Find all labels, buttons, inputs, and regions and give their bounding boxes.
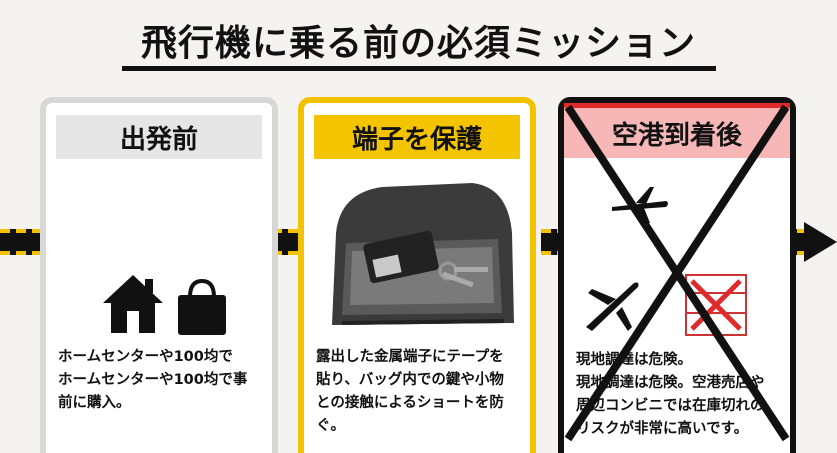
card-heading: 端子を保護: [314, 115, 520, 159]
card-protect-terminals: 端子を保護 露出した金属端子にテープを 貼り、バッグ内での鍵や小物 との接触によ…: [298, 97, 536, 453]
shopping-bag-icon: [178, 279, 226, 335]
card-after-airport-arrival: 空港到着後 現地調達は危険。 現地調達は危険。空港売店や 周辺コンビニでは在庫切…: [558, 97, 796, 453]
card-description: 現地調達は危険。 現地調達は危険。空港売店や 周辺コンビニでは在庫切れの リスク…: [576, 352, 765, 437]
card-before-departure: 出発前 ホームセンターや100均で ホームセンターや100均で事 前に購入。: [40, 97, 278, 453]
card-description: ホームセンターや100均で ホームセンターや100均で事 前に購入。: [58, 349, 248, 411]
card-heading: 出発前: [56, 115, 262, 159]
title-underline: [122, 66, 716, 71]
arrow-head-icon: [804, 222, 837, 262]
card-heading: 空港到着後: [564, 103, 790, 158]
airplane-icon: [586, 282, 639, 331]
house-icon: [103, 275, 163, 333]
card-description: 露出した金属端子にテープを 貼り、バッグ内での鍵や小物 との接触によるショートを…: [316, 349, 504, 434]
backpack-image: [332, 183, 514, 325]
page-title: 飛行機に乗る前の必須ミッション: [140, 23, 696, 64]
cross-out-mark: [564, 104, 790, 442]
